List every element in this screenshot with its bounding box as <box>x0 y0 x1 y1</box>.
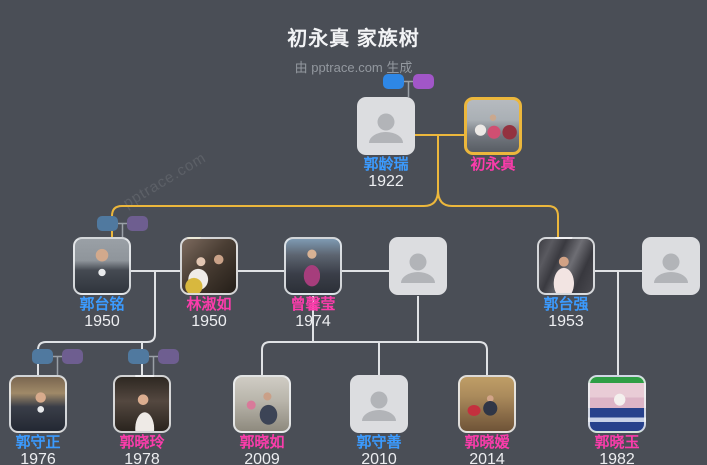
descent-connectors <box>37 271 619 376</box>
person-year: 1922 <box>368 173 404 190</box>
person-guoxiaoyu[interactable]: 郭晓玉 1982 <box>588 375 646 465</box>
parents-toggle-pair <box>128 349 179 364</box>
page-subtitle: 由 pptrace.com 生成 <box>294 60 413 75</box>
person-year: 1974 <box>295 313 331 330</box>
person-name: 郭台强 <box>543 296 589 313</box>
person-year: 2009 <box>244 451 280 465</box>
person-guoxiaoling[interactable]: 郭晓玲 1978 <box>113 375 171 465</box>
father-mini-button[interactable] <box>383 74 404 89</box>
person-name: 郭晓嫒 <box>464 434 510 451</box>
parents-toggle-pair <box>32 349 83 364</box>
person-year: 2014 <box>469 451 505 465</box>
person-year: 1950 <box>84 313 120 330</box>
father-mini-button[interactable] <box>32 349 53 364</box>
person-year: 1976 <box>20 451 56 465</box>
bloodline-connector-yellow <box>111 134 559 238</box>
person-year: 1950 <box>191 313 227 330</box>
person-unknown-1[interactable] <box>389 237 447 295</box>
person-name: 郭晓玉 <box>594 434 640 451</box>
person-photo <box>464 97 522 155</box>
person-photo-placeholder <box>350 375 408 433</box>
person-chuyongzhen[interactable]: 初永真 <box>464 97 522 173</box>
person-photo-placeholder <box>642 237 700 295</box>
father-mini-button[interactable] <box>128 349 149 364</box>
person-silhouette-icon <box>401 253 435 283</box>
person-photo <box>180 237 238 295</box>
person-year: 1982 <box>599 451 635 465</box>
person-name: 郭晓如 <box>239 434 285 451</box>
person-name: 曾馨莹 <box>290 296 336 313</box>
father-mini-button[interactable] <box>97 216 118 231</box>
person-silhouette-icon <box>362 391 396 421</box>
person-photo <box>9 375 67 433</box>
mother-mini-button[interactable] <box>158 349 179 364</box>
person-name: 初永真 <box>470 156 516 173</box>
person-guotaiqiang[interactable]: 郭台强 1953 <box>537 237 595 330</box>
page-title: 初永真 家族树 <box>287 28 420 50</box>
person-year: 2010 <box>361 451 397 465</box>
mother-mini-button[interactable] <box>62 349 83 364</box>
person-zengxinying[interactable]: 曾馨莹 1974 <box>284 237 342 330</box>
person-photo <box>284 237 342 295</box>
person-unknown-2[interactable] <box>642 237 700 295</box>
person-photo <box>588 375 646 433</box>
person-guoxiaoru[interactable]: 郭晓如 2009 <box>233 375 291 465</box>
person-name: 林淑如 <box>186 296 232 313</box>
person-name: 郭龄瑞 <box>363 156 409 173</box>
parents-toggle-pair <box>383 74 434 89</box>
person-photo-placeholder <box>389 237 447 295</box>
person-guoxiaoai[interactable]: 郭晓嫒 2014 <box>458 375 516 465</box>
person-name: 郭守正 <box>15 434 61 451</box>
person-photo <box>113 375 171 433</box>
person-year: 1953 <box>548 313 584 330</box>
person-guolingrui[interactable]: 郭龄瑞 1922 <box>357 97 415 190</box>
mother-mini-button[interactable] <box>413 74 434 89</box>
person-year: 1978 <box>124 451 160 465</box>
person-photo-placeholder <box>357 97 415 155</box>
person-photo <box>73 237 131 295</box>
person-name: 郭守善 <box>356 434 402 451</box>
header: 初永真 家族树 由 pptrace.com 生成 <box>0 22 707 76</box>
person-silhouette-icon <box>369 113 403 143</box>
person-guoshouzheng[interactable]: 郭守正 1976 <box>9 375 67 465</box>
person-name: 郭晓玲 <box>119 434 165 451</box>
mini-button-connectors <box>53 80 413 375</box>
person-name: 郭台铭 <box>79 296 125 313</box>
parents-toggle-pair <box>97 216 148 231</box>
person-linshuru[interactable]: 林淑如 1950 <box>180 237 238 330</box>
mother-mini-button[interactable] <box>127 216 148 231</box>
person-photo <box>233 375 291 433</box>
person-photo <box>458 375 516 433</box>
person-guoshoushan[interactable]: 郭守善 2010 <box>350 375 408 465</box>
person-guotaiming[interactable]: 郭台铭 1950 <box>73 237 131 330</box>
person-silhouette-icon <box>654 253 688 283</box>
person-photo <box>537 237 595 295</box>
